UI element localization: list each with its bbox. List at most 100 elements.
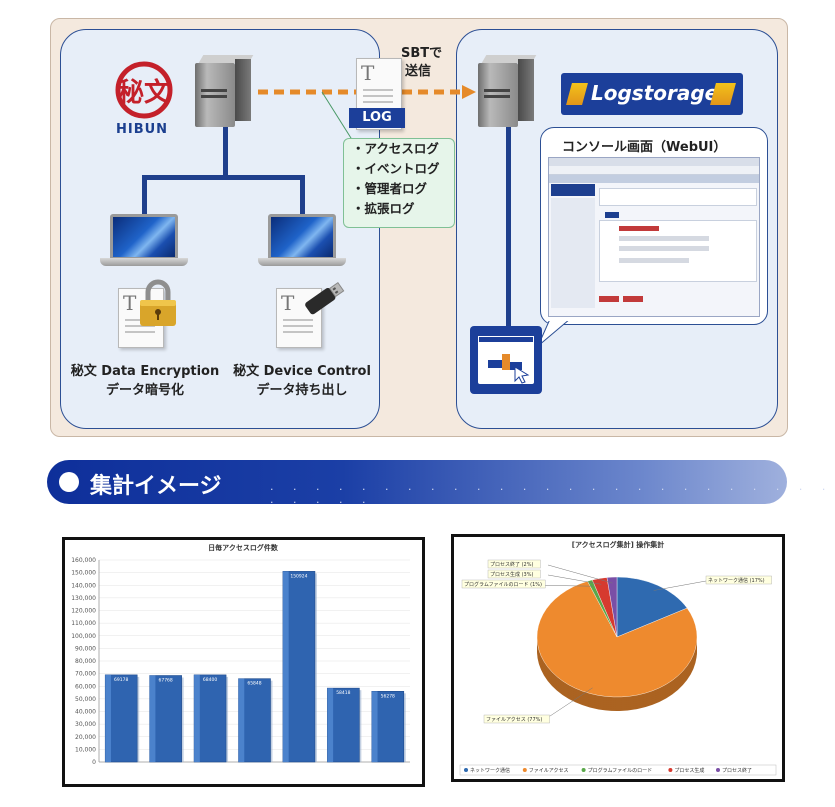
legend-item: プロセス生成 [674,767,704,774]
legend-swatch [464,768,468,772]
y-tick-label: 160,000 [71,557,96,564]
data-label: 150924 [290,573,307,579]
bar-highlight [105,674,111,762]
connector-line [142,175,305,180]
y-tick-label: 120,000 [71,608,96,615]
laptop-icon [258,214,346,268]
connector-line [506,127,511,327]
connector-line [223,127,228,177]
slice-label-box [487,569,541,579]
chart-title: [アクセスログ集計] 操作集計 [572,540,665,549]
legend-swatch [522,768,527,772]
bar-highlight [282,571,289,762]
bullet-icon [59,472,79,492]
console-screenshot [548,157,760,317]
slice-label: ネットワーク通信 (17%) [708,577,765,584]
client-caption: 秘文 Data Encryption データ暗号化 [66,362,224,400]
y-tick-label: 110,000 [71,620,96,627]
data-label: 65848 [247,681,261,687]
y-tick-label: 20,000 [75,734,96,741]
section-header-bar [47,460,787,504]
pie-chart: [アクセスログ集計] 操作集計 ネットワーク通信 (17%) ファイルアクセス (… [459,540,777,776]
slice-label-box [461,579,546,589]
slice-label-box [487,559,541,569]
bar-chart: 日毎アクセスログ件数 010,00020,00030,00040,00050,0… [71,543,410,766]
y-tick-label: 50,000 [75,696,96,703]
slice-label-box [483,714,550,724]
legend-item: ファイルアクセス [529,768,569,774]
y-tick-label: 150,000 [71,570,96,577]
bar-highlight [371,691,378,762]
label-leader [547,574,602,585]
sbt-label: SBTで [401,46,443,61]
log-types-list: ・アクセスログ ・イベントログ ・管理者ログ ・拡張ログ [343,138,455,228]
y-tick-label: 80,000 [75,658,96,665]
section-title: 集計イメージ [90,474,222,499]
chart-title: 日毎アクセスログ件数 [208,543,279,552]
legend-item: プロセス終了 [722,767,752,774]
client-caption-line2: データ持ち出し [256,383,348,398]
y-tick-label: 130,000 [71,595,96,602]
legend-item: プログラムファイルのロード [588,767,653,774]
pie-chart-frame: [アクセスログ集計] 操作集計 ネットワーク通信 (17%) ファイルアクセス (… [451,534,785,782]
log-type-item: ・管理者ログ [352,181,428,196]
laptop-icon [100,214,188,268]
data-label: 56278 [381,693,395,699]
y-tick-label: 70,000 [75,671,96,678]
y-tick-label: 140,000 [71,582,96,589]
client-caption-line1: 秘文 Device Control [233,364,371,379]
console-title: コンソール画面（WebUI） [562,140,727,155]
data-label: 58418 [336,690,350,696]
legend-item: ネットワーク通信 [470,767,510,774]
label-leader [653,580,707,591]
client-caption-line2: データ暗号化 [105,383,184,398]
y-tick-label: 30,000 [75,721,96,728]
logstorage-logo: Logstorage [561,73,743,115]
slice-label-box [705,575,772,585]
legend-swatch [716,768,720,772]
pie-slice [536,580,698,698]
webui-icon [470,326,542,394]
padlock-icon [136,278,180,328]
connector-line [300,175,305,217]
bar-highlight [149,675,156,762]
hibun-label: HIBUN [116,122,169,137]
bar-highlight [327,688,334,762]
hibun-logo: 秘文 [107,58,177,128]
slice-label: ファイルアクセス (77%) [486,717,542,723]
legend-swatch [668,768,673,772]
log-type-item: ・イベントログ [352,161,440,176]
log-type-item: ・アクセスログ [352,141,439,156]
hibun-mark: 秘文 [118,77,171,108]
y-tick-label: 10,000 [75,746,96,753]
send-label: 送信 [405,64,432,79]
usb-drive-icon [298,278,348,318]
data-label: 69178 [114,677,128,683]
pie-slice [606,576,618,638]
logstorage-label: Logstorage [591,81,719,105]
callout-tail [534,318,574,348]
pie-slice [616,576,688,638]
callout-line [320,90,360,150]
slice-label: プロセス終了 (2%) [490,561,533,568]
y-tick-label: 100,000 [71,633,96,640]
legend-box [459,764,777,776]
slice-label: プログラムファイルのロード (1%) [464,581,542,588]
log-type-item: ・拡張ログ [352,201,415,216]
y-tick-label: 90,000 [75,645,96,652]
bar-highlight [194,674,200,762]
y-tick-label: 0 [92,759,96,766]
decorative-dots: . . . . . . . . . . . . . . . . . . . . … [270,480,834,506]
log-badge: LOG [349,108,405,128]
y-tick-label: 60,000 [75,683,96,690]
client-caption-line1: 秘文 Data Encryption [70,364,220,379]
data-label: 67768 [158,678,172,684]
legend-swatch [581,768,586,772]
slice-label: プロセス生成 (3%) [490,571,533,578]
label-leader [547,564,613,584]
hibun-server-icon [195,55,255,127]
connector-line [142,175,147,217]
label-leader [543,687,593,721]
client-caption: 秘文 Device Control データ持ち出し [224,362,380,400]
